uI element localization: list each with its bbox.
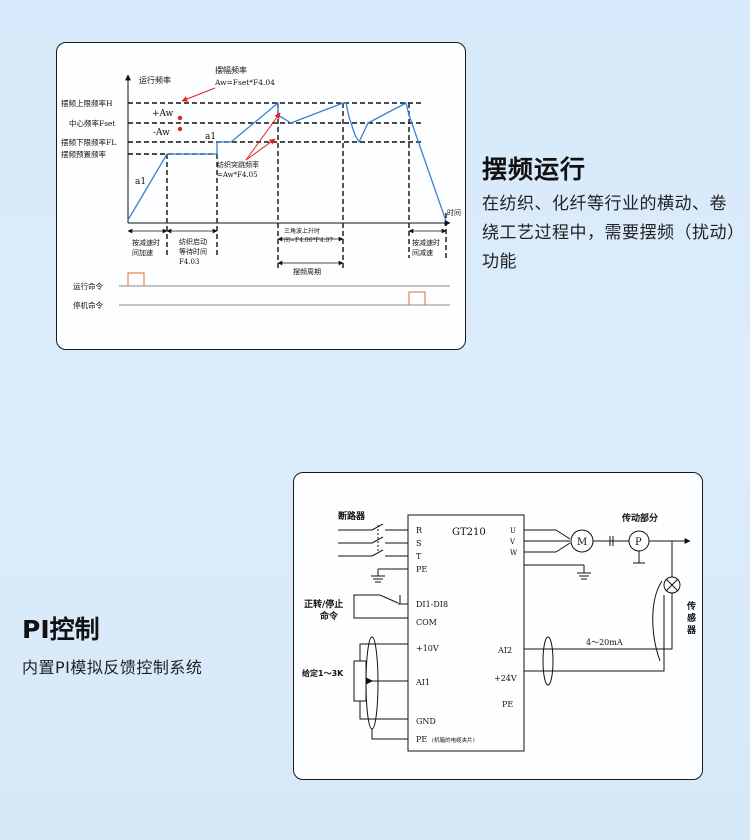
terminal-pe-right: PE bbox=[502, 700, 513, 709]
x-axis-label: 时间 bbox=[447, 208, 461, 217]
wait-label-3: F4.03 bbox=[179, 258, 199, 266]
feature-title-pi: PI控制 bbox=[22, 615, 100, 644]
current-label: 4～20mA bbox=[586, 638, 623, 647]
a1-label-upper: a1 bbox=[205, 132, 216, 142]
swing-frequency-diagram-panel: 运行频率 时间 摆频上限频率H 中心频率Fset 摆频下限频率FL 摆频预置频率… bbox=[56, 42, 466, 350]
period-label: 摆频周期 bbox=[293, 267, 321, 276]
pi-control-wiring-panel: 断路器 GT210 R S T PE U V W M P 传动部分 正转/停止 … bbox=[293, 472, 703, 780]
pump-label: P bbox=[635, 537, 642, 548]
feature-desc-pi: 内置PI模拟反馈控制系统 bbox=[22, 658, 203, 677]
minus-aw-label: -Aw bbox=[153, 128, 170, 138]
level-preset-label: 摆频预置频率 bbox=[61, 149, 106, 159]
level-lower-label: 摆频下限频率FL bbox=[61, 137, 116, 147]
accel-label-1: 按减速时 bbox=[132, 238, 160, 247]
level-upper-label: 摆频上限频率H bbox=[61, 98, 113, 108]
terminal-24v: +24V bbox=[494, 674, 517, 683]
wait-label-2: 等待时间 bbox=[179, 247, 207, 256]
level-center-label: 中心频率Fset bbox=[69, 118, 116, 128]
terminal-com: COM bbox=[416, 618, 437, 627]
a1-label-lower: a1 bbox=[135, 177, 146, 187]
swing-title: 摆幅频率 bbox=[215, 65, 247, 75]
transmission-label: 传动部分 bbox=[621, 512, 658, 524]
terminal-u: U bbox=[510, 527, 516, 535]
tri-label-1: 三角波上升时 bbox=[284, 227, 320, 235]
terminal-t: T bbox=[416, 552, 422, 561]
jump-title: 纺织突跳频率 bbox=[217, 160, 259, 169]
terminal-di: DI1-DI8 bbox=[416, 600, 448, 609]
accel-label-2: 间加速 bbox=[132, 248, 153, 257]
tri-label-2: 间=F4.06*F4.07 bbox=[284, 236, 333, 244]
terminal-ai2: AI2 bbox=[497, 646, 512, 655]
model-label: GT210 bbox=[452, 527, 486, 538]
fwd-stop-label-2: 命令 bbox=[319, 610, 339, 622]
breaker-label: 断路器 bbox=[338, 510, 366, 522]
terminal-pe-shield: PE bbox=[416, 735, 427, 744]
decel-label-2: 间减速 bbox=[412, 248, 433, 257]
terminal-w: W bbox=[510, 549, 518, 557]
terminal-s: S bbox=[416, 539, 421, 548]
sensor-label-1: 传 bbox=[686, 600, 696, 612]
sensor-label-3: 器 bbox=[686, 625, 697, 636]
given-label: 给定1～3K bbox=[302, 668, 344, 678]
stop-command-label: 停机命令 bbox=[73, 300, 103, 310]
sensor-label-2: 感 bbox=[687, 612, 696, 624]
run-command-label: 运行命令 bbox=[73, 281, 103, 291]
swing-formula: Aw=Fset*F4.04 bbox=[214, 78, 275, 87]
jump-formula: =Aw*F4.05 bbox=[217, 171, 258, 179]
motor-label: M bbox=[577, 537, 587, 548]
terminal-gnd: GND bbox=[416, 717, 436, 726]
pi-control-wiring-diagram: 断路器 GT210 R S T PE U V W M P 传动部分 正转/停止 … bbox=[302, 510, 697, 752]
swing-frequency-diagram: 运行频率 时间 摆频上限频率H 中心频率Fset 摆频下限频率FL 摆频预置频率… bbox=[61, 65, 461, 310]
plus-aw-label: +Aw bbox=[152, 109, 174, 119]
decel-label-1: 按减速时 bbox=[412, 238, 440, 247]
pe-shield-note: (机箱的电缆夹片) bbox=[432, 736, 475, 744]
frequency-waveform bbox=[127, 101, 447, 222]
potentiometer bbox=[353, 660, 367, 702]
fwd-stop-label-1: 正转/停止 bbox=[304, 598, 343, 610]
wait-label-1: 纺织启动 bbox=[179, 237, 207, 246]
feature-desc-swing: 在纺织、化纤等行业的横动、卷绕工艺过程中，需要摆频（扰动）功能 bbox=[482, 194, 736, 272]
terminal-ai1: AI1 bbox=[415, 678, 430, 687]
feature-title-swing: 摆频运行 bbox=[482, 155, 587, 184]
terminal-v: V bbox=[509, 538, 516, 546]
terminal-pe-in: PE bbox=[416, 565, 427, 574]
y-axis-label: 运行频率 bbox=[139, 75, 171, 85]
terminal-r: R bbox=[416, 526, 423, 535]
terminal-10v: +10V bbox=[416, 644, 439, 653]
inverter-box bbox=[407, 514, 525, 752]
